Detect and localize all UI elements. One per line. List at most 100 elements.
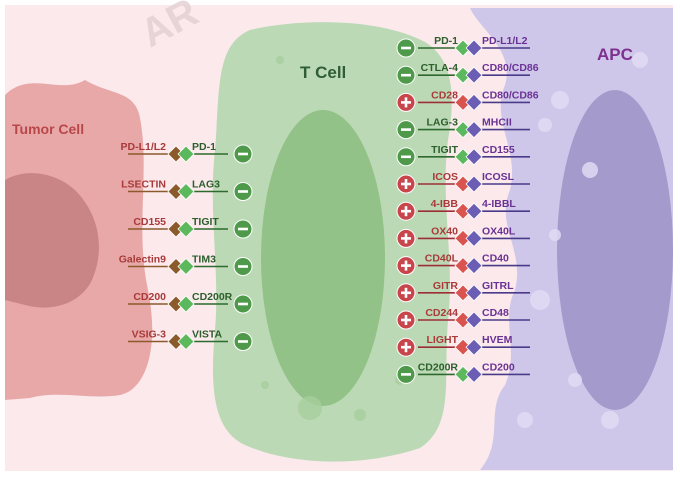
ligand-shape: [465, 148, 483, 166]
t-cell-vesicle: [276, 56, 284, 64]
sign-bar-icon: [401, 155, 411, 159]
receptor-label: CTLA-4: [421, 62, 458, 74]
ligand-label: VSIG-3: [132, 329, 167, 341]
sign-bar-icon: [404, 315, 408, 325]
receptor-label: LAG3: [192, 179, 220, 191]
tumor-pair-cd200r: CD200 CD200R: [128, 291, 253, 314]
sign-bar-icon: [401, 46, 411, 50]
apc-vesicle: [538, 118, 552, 132]
apc-vesicle: [568, 373, 582, 387]
ligand-shape: [465, 229, 483, 247]
ligand-shape: [465, 93, 483, 111]
receptor-label: CD200R: [418, 361, 459, 373]
apc-vesicle: [549, 229, 561, 241]
receptor-label: VISTA: [192, 329, 223, 341]
apc-pair-tigit-4: TIGIT CD155: [396, 144, 530, 167]
sign-bar-icon: [238, 152, 248, 156]
ligand-shape: [465, 202, 483, 220]
receptor-shape: [177, 182, 195, 201]
sign-bar-icon: [238, 340, 248, 343]
tumor-nucleus: [5, 173, 99, 308]
ligand-label: 4-IBBL: [482, 198, 516, 210]
apc-pair-icos-5: ICOS ICOSL: [396, 171, 530, 194]
ligand-label: MHCII: [482, 117, 512, 129]
apc-vesicle: [530, 290, 550, 310]
receptor-label: CD28: [431, 89, 458, 101]
ligand-label: OX40L: [482, 225, 516, 237]
apc-pair-lag-3-3: LAG-3 MHCII: [396, 117, 530, 140]
ligand-label: LSECTIN: [121, 179, 166, 191]
ligand-label: CD200: [133, 291, 166, 303]
receptor-label: TIGIT: [431, 144, 458, 156]
receptor-label: LAG-3: [427, 117, 459, 129]
receptor-shape: [177, 332, 195, 351]
ligand-label: GITRL: [482, 280, 514, 292]
ligand-label: CD80/CD86: [482, 89, 539, 101]
sign-bar-icon: [238, 190, 248, 193]
apc-pair-ctla-4-1: CTLA-4 CD80/CD86: [396, 62, 539, 85]
apc-vesicle: [517, 412, 533, 428]
apc-pair-cd200r-12: CD200R CD200: [396, 361, 530, 384]
ligand-label: CD80/CD86: [482, 62, 539, 74]
ligand-shape: [465, 257, 483, 275]
apc-pair-ox40-7: OX40 OX40L: [396, 225, 530, 248]
ligand-label: CD48: [482, 307, 509, 319]
apc-pair-4-ibb-6: 4-IBB 4-IBBL: [396, 198, 530, 221]
sign-bar-icon: [238, 265, 248, 268]
apc-pair-cd28-2: CD28 CD80/CD86: [396, 89, 539, 112]
receptor-shape: [177, 145, 195, 163]
receptor-label: CD200R: [192, 291, 233, 303]
receptor-label: 4-IBB: [431, 198, 459, 210]
apc-vesicle: [582, 162, 598, 178]
sign-bar-icon: [238, 302, 248, 306]
receptor-label: GITR: [433, 280, 458, 292]
ligand-shape: [465, 284, 483, 302]
ligand-shape: [465, 66, 483, 84]
receptor-label: PD-1: [192, 141, 216, 153]
apc-vesicle: [601, 411, 619, 429]
sign-bar-icon: [404, 206, 408, 217]
receptor-label: PD-1: [434, 35, 458, 47]
sign-bar-icon: [404, 97, 408, 108]
ligand-shape: [465, 39, 483, 57]
apc-pair-light-11: LIGHT HVEM: [396, 334, 530, 357]
ligand-label: CD155: [482, 144, 515, 156]
receptor-shape: [177, 295, 195, 313]
t-cell-label: T Cell: [300, 63, 346, 82]
apc-label: APC: [597, 45, 633, 64]
ligand-label: CD40: [482, 253, 509, 265]
ligand-label: HVEM: [482, 334, 513, 346]
ligand-label: CD155: [133, 216, 166, 228]
t-cell-nucleus: [261, 110, 385, 406]
receptor-label: CD40L: [425, 253, 459, 265]
cell-layer: [5, 8, 673, 470]
ligand-shape: [465, 311, 483, 329]
receptor-label: OX40: [431, 225, 458, 237]
apc-pair-cd244-10: CD244 CD48: [396, 307, 530, 330]
sign-bar-icon: [401, 128, 411, 131]
apc-pair-cd40l-8: CD40L CD40: [396, 253, 530, 276]
receptor-label: CD244: [425, 307, 458, 319]
ligand-shape: [465, 338, 483, 356]
sign-bar-icon: [238, 227, 248, 231]
apc-vesicle: [632, 52, 648, 68]
ligand-shape: [465, 365, 483, 383]
ligand-shape: [465, 121, 483, 139]
apc-pair-gitr-9: GITR GITRL: [396, 280, 530, 303]
ligand-label: ICOSL: [482, 171, 515, 183]
tumor-pair-pd-1: PD-L1/L2 PD-1: [120, 141, 253, 164]
sign-bar-icon: [401, 73, 411, 77]
apc-nucleus: [557, 90, 673, 410]
ligand-label: PD-L1/L2: [120, 141, 166, 153]
tumor-pair-vista: VSIG-3 VISTA: [128, 329, 253, 351]
receptor-label: LIGHT: [427, 334, 459, 346]
ligand-label: CD200: [482, 361, 515, 373]
sign-bar-icon: [404, 260, 408, 271]
ligand-label: Galectin9: [119, 254, 166, 266]
receptor-label: ICOS: [432, 171, 458, 183]
